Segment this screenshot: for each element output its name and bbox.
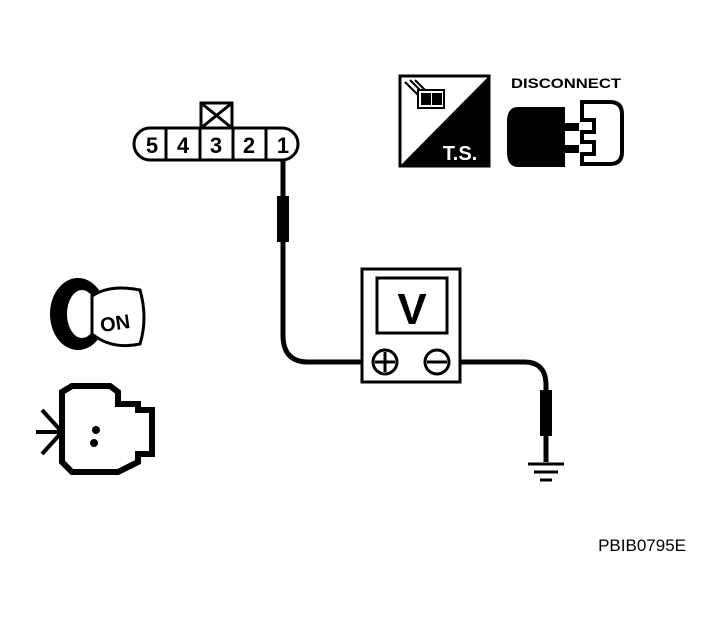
connector-pin-label: 1 bbox=[277, 133, 289, 158]
ts-icon-label: T.S. bbox=[443, 143, 477, 165]
connector-pin-label: 4 bbox=[177, 133, 190, 158]
probe-tip-icon bbox=[277, 196, 289, 242]
figure-code: PBIB0795E bbox=[598, 536, 686, 555]
probe-tip-icon bbox=[540, 390, 552, 436]
connector-pin-label: 2 bbox=[243, 133, 255, 158]
ignition-key-icon: ON bbox=[50, 278, 146, 350]
ground-icon bbox=[528, 462, 564, 482]
unused-pin-marker-icon bbox=[199, 101, 234, 130]
negative-lead-wire bbox=[450, 359, 552, 462]
disconnect-icon: DISCONNECT bbox=[507, 75, 624, 167]
harness-connector: 5 4 3 2 1 bbox=[132, 101, 300, 162]
positive-lead-wire bbox=[277, 160, 372, 365]
connector-pin-label: 3 bbox=[210, 133, 222, 158]
engine-icon bbox=[36, 383, 155, 475]
ignition-on-label: ON bbox=[99, 311, 132, 337]
disconnect-icon-label: DISCONNECT bbox=[511, 75, 622, 91]
ts-icon: T.S. bbox=[398, 74, 491, 168]
positive-terminal-icon bbox=[371, 348, 399, 376]
negative-terminal-icon bbox=[423, 348, 451, 376]
connector-pin-label: 5 bbox=[146, 133, 158, 158]
voltmeter-label: V bbox=[397, 285, 427, 334]
voltmeter: V bbox=[360, 267, 462, 384]
